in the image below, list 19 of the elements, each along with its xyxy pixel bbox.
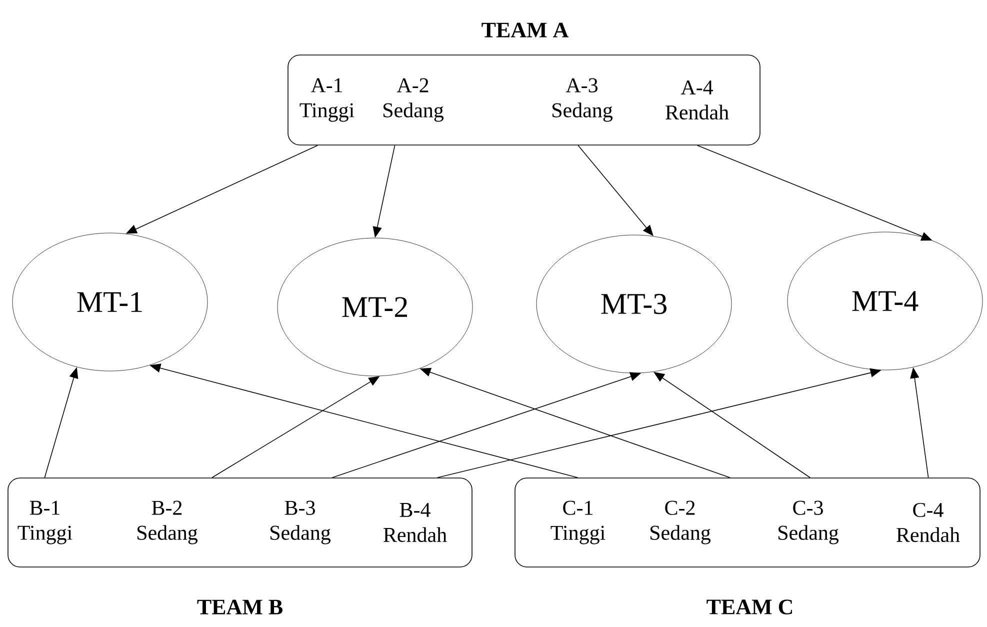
member-label: A-3 Sedang xyxy=(552,78,613,122)
member-label: A-4 Rendah xyxy=(666,80,729,120)
ellipse-node: MT-4 xyxy=(787,232,983,370)
ellipse-node: MT-1 xyxy=(12,232,208,372)
member-label: C-1 Tinggi xyxy=(550,500,606,544)
ellipse-node: MT-2 xyxy=(277,238,473,376)
member-label: B-2 Sedang xyxy=(138,500,198,544)
member-label: A-2 Sedang xyxy=(384,78,444,122)
team-title: TEAM B xyxy=(197,600,282,614)
team-title: TEAM C xyxy=(706,600,792,614)
team-title: TEAM A xyxy=(482,22,569,38)
member-label: C-4 Rendah xyxy=(896,502,960,542)
member-label: B-3 Sedang xyxy=(270,500,331,544)
member-label: B-1 Tinggi xyxy=(18,500,72,544)
member-label: C-2 Sedang xyxy=(650,500,711,544)
ellipse-node: MT-3 xyxy=(536,234,732,374)
member-label: A-1 Tinggi xyxy=(300,78,354,122)
member-label: C-3 Sedang xyxy=(778,500,839,544)
member-label: B-4 Rendah xyxy=(384,503,447,542)
